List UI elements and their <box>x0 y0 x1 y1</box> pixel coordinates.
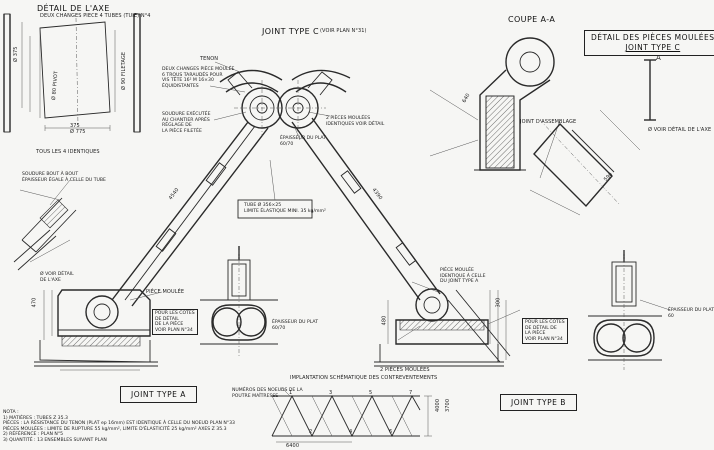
pour-cotes-b-box: POUR LES COTES DE DÉTAIL DE LA PIÈCE VOI… <box>522 318 568 345</box>
dim-value: 375 <box>70 123 80 129</box>
tous-identiques-label: TOUS LES 4 IDENTIQUES <box>36 149 100 155</box>
joint-c-reference: (VOIR PLAN N°31) <box>320 28 367 34</box>
pieces-moulees-title: DÉTAIL DES PIÈCES MOULÉES JOINT TYPE C <box>584 30 714 56</box>
piece-moulee-a: PIÈCE MOULÉE <box>146 289 185 295</box>
epaisseur-plat-r: ÉPAISSEUR DU PLAT 60 <box>668 308 714 319</box>
dim-value: 480 <box>381 315 388 326</box>
axe-detail-drawing <box>3 13 141 133</box>
node-number: 4 <box>349 429 353 435</box>
joint-b-side-drawing <box>588 250 671 370</box>
leader-lines <box>49 179 521 341</box>
node-number: 1 <box>289 390 293 396</box>
voir-detail-axe-a: Ø VOIR DÉTAIL DE L'AXE <box>40 272 74 283</box>
implantation-drawing <box>271 387 432 443</box>
tube-spec: TUBE Ø 356×25 LIMITE ÉLASTIQUE MINI. 35 … <box>244 203 326 214</box>
coupe-title: COUPE A-A <box>508 15 556 24</box>
nota-block: NOTA : 1) MATIÈRES : TUBES Z 35.3 PIÈCES… <box>3 410 235 443</box>
node-number: 7 <box>409 390 413 396</box>
dim-6400: 6400 <box>286 443 300 449</box>
node-number: 3 <box>329 390 333 396</box>
pieces-moulees-b: 2 PIÈCES MOULÉES <box>380 367 430 373</box>
pour-cotes-a-box: POUR LES COTES DE DÉTAIL DE LA PIÈCE VOI… <box>152 309 198 336</box>
joint-c-drawing <box>111 61 441 307</box>
axe-diameter-2: Ø 90 FILETAGE <box>121 51 127 90</box>
joint-assemblage: JOINT D'ASSEMBLAGE <box>520 119 577 125</box>
voir-detail-axe-r: Ø VOIR DÉTAIL DE L'AXE <box>648 127 712 133</box>
soudure-detail-drawing <box>13 189 77 271</box>
epaisseur-plat-c: ÉPAISSEUR DU PLAT 60/70 <box>280 136 327 147</box>
pieces-moulees-c: 2 PIÈCES MOULÉES IDENTIQUES VOIR DÉTAIL <box>326 116 385 127</box>
dim-value: 300 <box>495 297 502 308</box>
joint-c-title: JOINT TYPE C <box>262 27 320 36</box>
node-number: 5 <box>369 390 373 396</box>
node-number: 2 <box>309 429 313 435</box>
joint-a-title: JOINT TYPE A <box>120 386 197 403</box>
dim-value: 470 <box>31 297 38 308</box>
joint-a-drawing <box>34 246 278 371</box>
tenon-label: TENON <box>200 56 219 62</box>
axe-bottom-dim: Ø 775 <box>70 129 86 135</box>
joint-b-title: JOINT TYPE B <box>500 394 577 411</box>
axe-diameter-1: Ø 375 <box>13 46 19 62</box>
implantation-title: IMPLANTATION SCHÉMATIQUE DES CONTREVENTE… <box>290 375 438 381</box>
dim-4000: 4000 <box>435 398 441 412</box>
coupe-aa-drawing <box>429 37 656 216</box>
section-mark-a: A <box>656 54 661 62</box>
soudure-bout-note: SOUDURE BOUT À BOUT ÉPAISSEUR ÉGALE À CE… <box>22 172 106 183</box>
axe-note: DEUX CHANGES PIECE 4 TUBES (TUIE) N°4 <box>40 13 151 19</box>
soudure-executee-note: SOUDURE EXÉCUTÉE AU CHANTIER APRÈS RÉGLA… <box>162 112 211 134</box>
joint-b-drawing <box>374 288 511 367</box>
moulee-note: DEUX CHANGES PIÈCE MOULÉE 6 TROUS TARAUD… <box>162 67 235 89</box>
node-number: 6 <box>389 429 393 435</box>
dim-3700: 3700 <box>445 398 451 412</box>
axe-detail-title: DÉTAIL DE L'AXE <box>37 4 110 13</box>
piece-moulee-b: PIÈCE MOULÉE IDENTIQUE À CELLE DU JOINT … <box>440 268 486 285</box>
numeros-noeuds-note: NUMÉROS DES NOEUDS DE LA POUTRE MAÎTRESS… <box>232 388 303 399</box>
epaisseur-plat-a: ÉPAISSEUR DU PLAT 60/70 <box>272 320 319 331</box>
